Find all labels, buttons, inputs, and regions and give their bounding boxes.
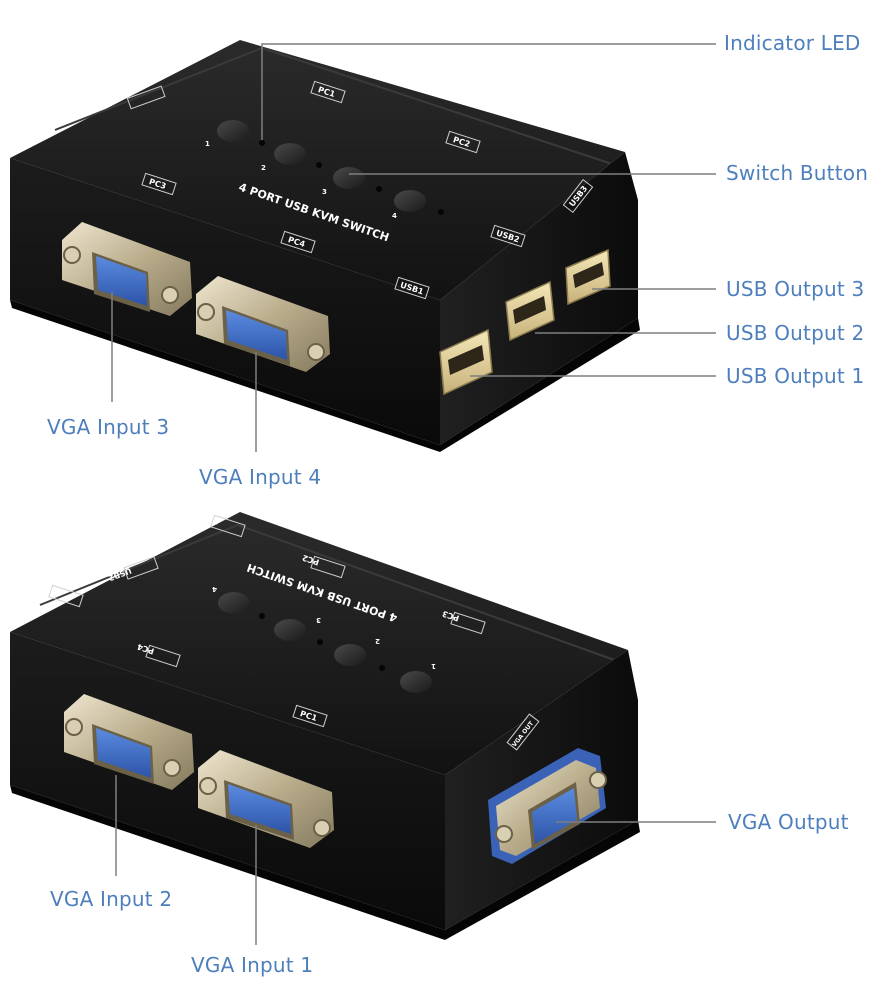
switch-buttons-2: 4 3 2 1 [212, 585, 436, 693]
button2-number-1: 1 [431, 662, 436, 670]
callout-vga-input-1: VGA Input 1 [191, 953, 314, 977]
button2-number-2: 2 [375, 637, 380, 645]
kvm-device-front-view: PC1 PC2 PC3 PC4 4 PORT USB KVM SWITCH US… [10, 40, 640, 452]
indicator-led-1 [259, 140, 265, 146]
button-number-2: 2 [261, 164, 266, 172]
switch-button-3 [333, 167, 365, 189]
callout-usb-output-3: USB Output 3 [726, 277, 865, 301]
callout-vga-input-4: VGA Input 4 [199, 465, 322, 489]
label2-usb1: USB1 [194, 510, 220, 526]
device2-top-bevel [39, 523, 621, 663]
vga-input-1-port [198, 750, 334, 848]
vga-output-port [488, 748, 607, 864]
indicator-led-2 [316, 162, 322, 168]
indicator-led-4 [438, 209, 444, 215]
button2-number-4: 4 [212, 585, 217, 593]
button-number-1: 1 [205, 140, 210, 148]
callout-usb-output-2: USB Output 2 [726, 321, 865, 345]
callout-usb-output-1: USB Output 1 [726, 364, 865, 388]
button-number-3: 3 [322, 188, 327, 196]
callout-indicator-led: Indicator LED [724, 31, 861, 55]
button-number-4: 4 [392, 212, 397, 220]
vga-input-3-port [62, 222, 192, 316]
vga-input-2-port [64, 694, 194, 790]
button2-number-3: 3 [316, 616, 321, 624]
leader-indicator-led [261, 43, 716, 140]
usb-output-ports [439, 248, 611, 396]
kvm-device-rear-view: 4 PORT USB KVM SWITCH PC2 PC3 PC4 PC1 US… [10, 510, 640, 940]
leader-lines [111, 43, 716, 945]
label2-usb3: USB3 [33, 580, 59, 596]
callout-switch-button: Switch Button [726, 161, 869, 185]
callout-vga-input-3: VGA Input 3 [47, 415, 170, 439]
switch-button-1 [217, 120, 249, 142]
device-top-face [10, 40, 625, 300]
switch-button-2 [274, 143, 306, 165]
callout-vga-input-2: VGA Input 2 [50, 887, 173, 911]
callout-vga-output: VGA Output [728, 810, 849, 834]
vga-input-4-port [196, 276, 330, 372]
switch-button-4 [394, 190, 426, 212]
switch-buttons: 1 2 3 4 [205, 120, 444, 220]
indicator-led-3 [376, 186, 382, 192]
